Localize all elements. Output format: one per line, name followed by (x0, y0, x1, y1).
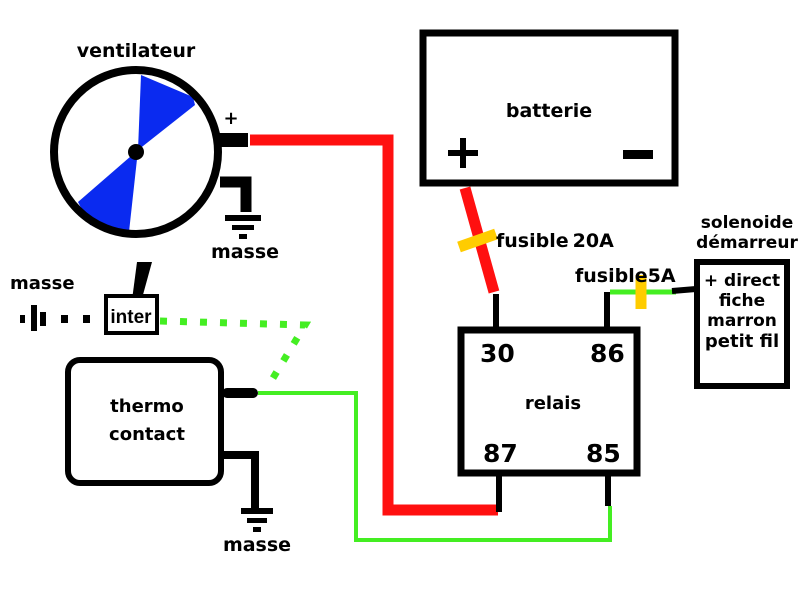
fuse-5a-label: fusible5A (575, 265, 676, 287)
ground-icon (20, 305, 90, 331)
solenoid-text-line: + direct (704, 271, 780, 291)
relay: 30 86 relais 87 85 (457, 326, 641, 477)
thermo-label-line1: thermo (110, 396, 184, 417)
solenoid-title-line1: solenoide (701, 213, 793, 233)
fan-blade-icon (78, 150, 138, 232)
power-wire-fan (250, 134, 498, 516)
relay-pin-30: 30 (480, 339, 515, 368)
thermo-signal-terminal (222, 388, 258, 398)
solenoid-title-line2: démarreur (696, 233, 798, 253)
relay-label: relais (525, 393, 581, 414)
solenoid-text-line: marron (707, 311, 777, 331)
solenoid-text-line: petit fil (705, 331, 779, 352)
relay-box (457, 326, 641, 477)
switch-label: inter (110, 307, 152, 328)
switch-ground-label: masse (10, 273, 75, 294)
thermo-ground-label: masse (223, 534, 291, 556)
solenoid-text-line: fiche (719, 291, 765, 311)
switch-lever-icon (132, 262, 152, 302)
thermo-contact: thermo contact masse (65, 357, 291, 556)
thermo-box (65, 357, 224, 486)
relay-pin-86: 86 (590, 339, 625, 368)
fan-ground-label: masse (211, 241, 279, 263)
fan-blade-icon (138, 75, 195, 150)
fan-housing (50, 66, 222, 238)
signal-wire-switch-dotted (159, 317, 312, 385)
fan-ground-lead (220, 176, 252, 212)
solenoid-box (694, 259, 790, 389)
ground-icon (225, 215, 261, 239)
switch-box[interactable] (104, 294, 159, 335)
fan-label: ventilateur (77, 40, 196, 62)
fan-plus-label: + (223, 108, 238, 129)
switch: masse inter (10, 262, 159, 335)
thermo-label-line2: contact (109, 424, 185, 445)
relay-terminal-stubs (493, 286, 697, 512)
relay-pin-85: 85 (586, 439, 621, 468)
battery-minus-icon (623, 150, 653, 159)
battery-label: batterie (506, 100, 592, 122)
fan-hub (128, 144, 144, 160)
ground-icon (241, 508, 273, 532)
solenoid: solenoide démarreur + direct fiche marro… (694, 213, 798, 389)
fan-plus-terminal (218, 133, 248, 147)
fuse-5a: fusible5A (575, 265, 676, 309)
signal-wire-thermo-relay (258, 391, 612, 542)
battery-plus-icon (448, 138, 478, 168)
battery: batterie (419, 29, 679, 187)
thermo-ground-lead (222, 451, 259, 510)
fan: ventilateur + masse (50, 40, 279, 263)
relay-pin-87: 87 (483, 439, 518, 468)
